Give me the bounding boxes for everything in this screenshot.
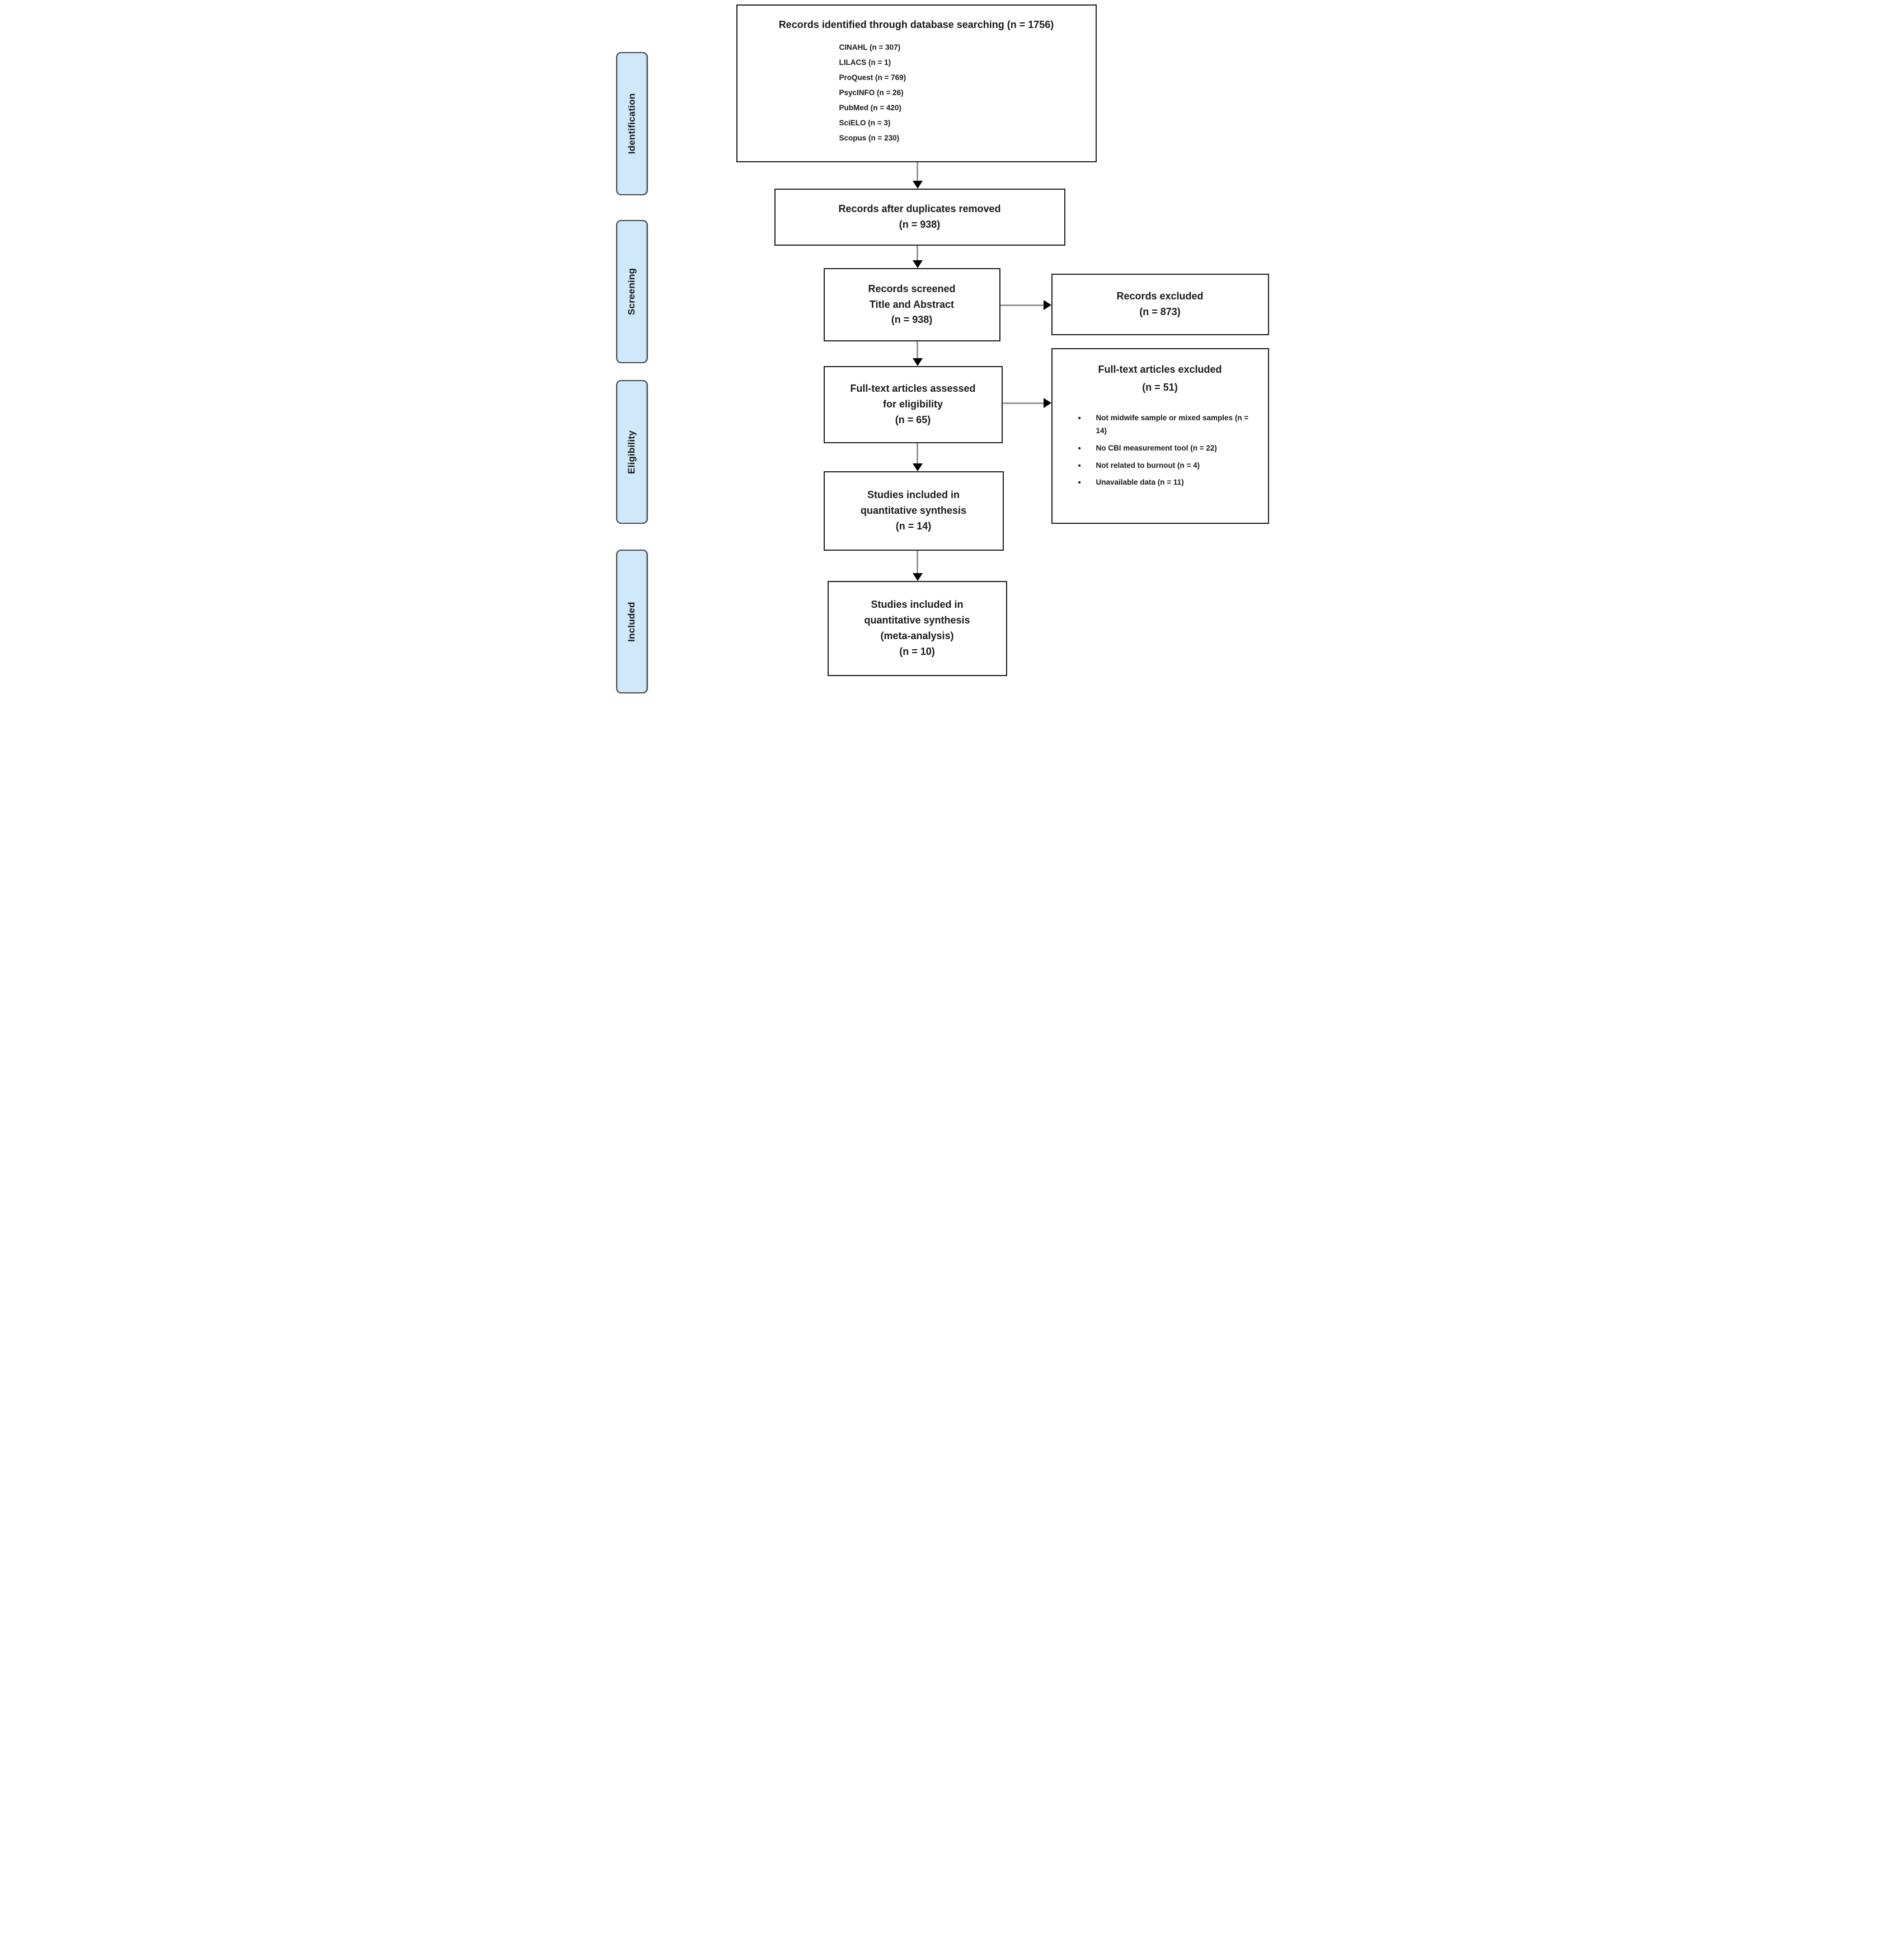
arrowhead-screened-to-excluded [1043,300,1051,310]
records-screened-count: (n = 938) [891,314,933,326]
box-records-screened: Records screened Title and Abstract (n =… [823,268,1000,341]
box-fulltext-excluded: Full-text articles excluded (n = 51) Not… [1051,348,1269,524]
meta-subline: quantitative synthesis [864,615,970,626]
database-source-list: CINAHL (n = 307) LILACS (n = 1) ProQuest… [839,40,906,146]
meta-count: (n = 10) [899,645,935,657]
stage-screening-label: Screening [626,268,637,315]
arrow-fulltext-to-quantitative [916,443,918,463]
prisma-flow-diagram: Identification Screening Eligibility Inc… [606,0,1278,698]
records-excluded-count: (n = 873) [1139,306,1181,317]
stage-screening: Screening [616,220,648,363]
source-item: LILACS (n = 1) [839,58,891,67]
stage-included: Included [616,550,648,693]
records-identified-title: Records identified through database sear… [778,19,1054,30]
fulltext-assessed-subline: for eligibility [882,398,943,410]
exclusion-reason: Not midwife sample or mixed samples (n =… [1076,411,1255,438]
fulltext-assessed-count: (n = 65) [895,414,931,425]
arrow-quantitative-to-meta [916,551,918,573]
fulltext-excluded-title: Full-text articles excluded [1098,364,1222,375]
stage-identification: Identification [616,52,648,195]
arrow-screened-to-fulltext [916,341,918,358]
arrowhead-fulltext-to-quantitative [912,463,923,471]
source-item: PsycINFO (n = 26) [839,88,904,97]
stage-eligibility-label: Eligibility [626,430,637,474]
meta-parenthetical: (meta-analysis) [880,630,954,641]
arrowhead-fulltext-to-ft-excluded [1043,398,1051,408]
quantitative-subline: quantitative synthesis [860,505,967,517]
source-item: PubMed (n = 420) [839,104,901,112]
fulltext-excluded-count: (n = 51) [1142,382,1178,393]
source-item: ProQuest (n = 769) [839,73,906,82]
arrowhead-quantitative-to-meta [912,573,923,581]
stage-identification-label: Identification [626,93,637,154]
arrow-identified-to-duplicates [916,162,918,181]
stage-included-label: Included [626,601,637,642]
box-quantitative-synthesis: Studies included in quantitative synthes… [823,471,1004,551]
source-item: CINAHL (n = 307) [839,43,901,51]
arrowhead-identified-to-duplicates [912,181,923,189]
arrowhead-duplicates-to-screened [912,260,923,268]
source-item: Scopus (n = 230) [839,134,900,142]
quantitative-count: (n = 14) [895,520,932,532]
arrow-fulltext-to-ft-excluded [1002,402,1044,404]
box-records-excluded: Records excluded (n = 873) [1051,274,1269,335]
exclusion-reason: No CBI measurement tool (n = 22) [1076,442,1255,456]
box-meta-analysis: Studies included in quantitative synthes… [827,581,1007,676]
records-excluded-line: Records excluded [1116,290,1204,302]
duplicates-removed-count: (n = 938) [899,219,941,230]
fulltext-assessed-line: Full-text articles assessed [850,383,976,395]
exclusion-reason-list: Not midwife sample or mixed samples (n =… [1076,411,1255,493]
records-screened-line: Records screened [868,283,956,294]
exclusion-reason: Not related to burnout (n = 4) [1076,459,1255,473]
arrow-duplicates-to-screened [916,246,918,260]
box-duplicates-removed: Records after duplicates removed (n = 93… [774,189,1065,246]
arrowhead-screened-to-fulltext [912,358,923,366]
duplicates-removed-line: Records after duplicates removed [838,203,1001,215]
exclusion-reason: Unavailable data (n = 11) [1076,476,1255,490]
records-screened-subline: Title and Abstract [869,298,955,310]
box-fulltext-assessed: Full-text articles assessed for eligibil… [823,366,1003,443]
quantitative-line: Studies included in [867,489,960,501]
meta-line: Studies included in [871,599,964,611]
stage-eligibility: Eligibility [616,380,648,524]
box-records-identified: Records identified through database sear… [736,4,1097,162]
source-item: SciELO (n = 3) [839,119,891,127]
arrow-screened-to-excluded [1000,304,1044,306]
